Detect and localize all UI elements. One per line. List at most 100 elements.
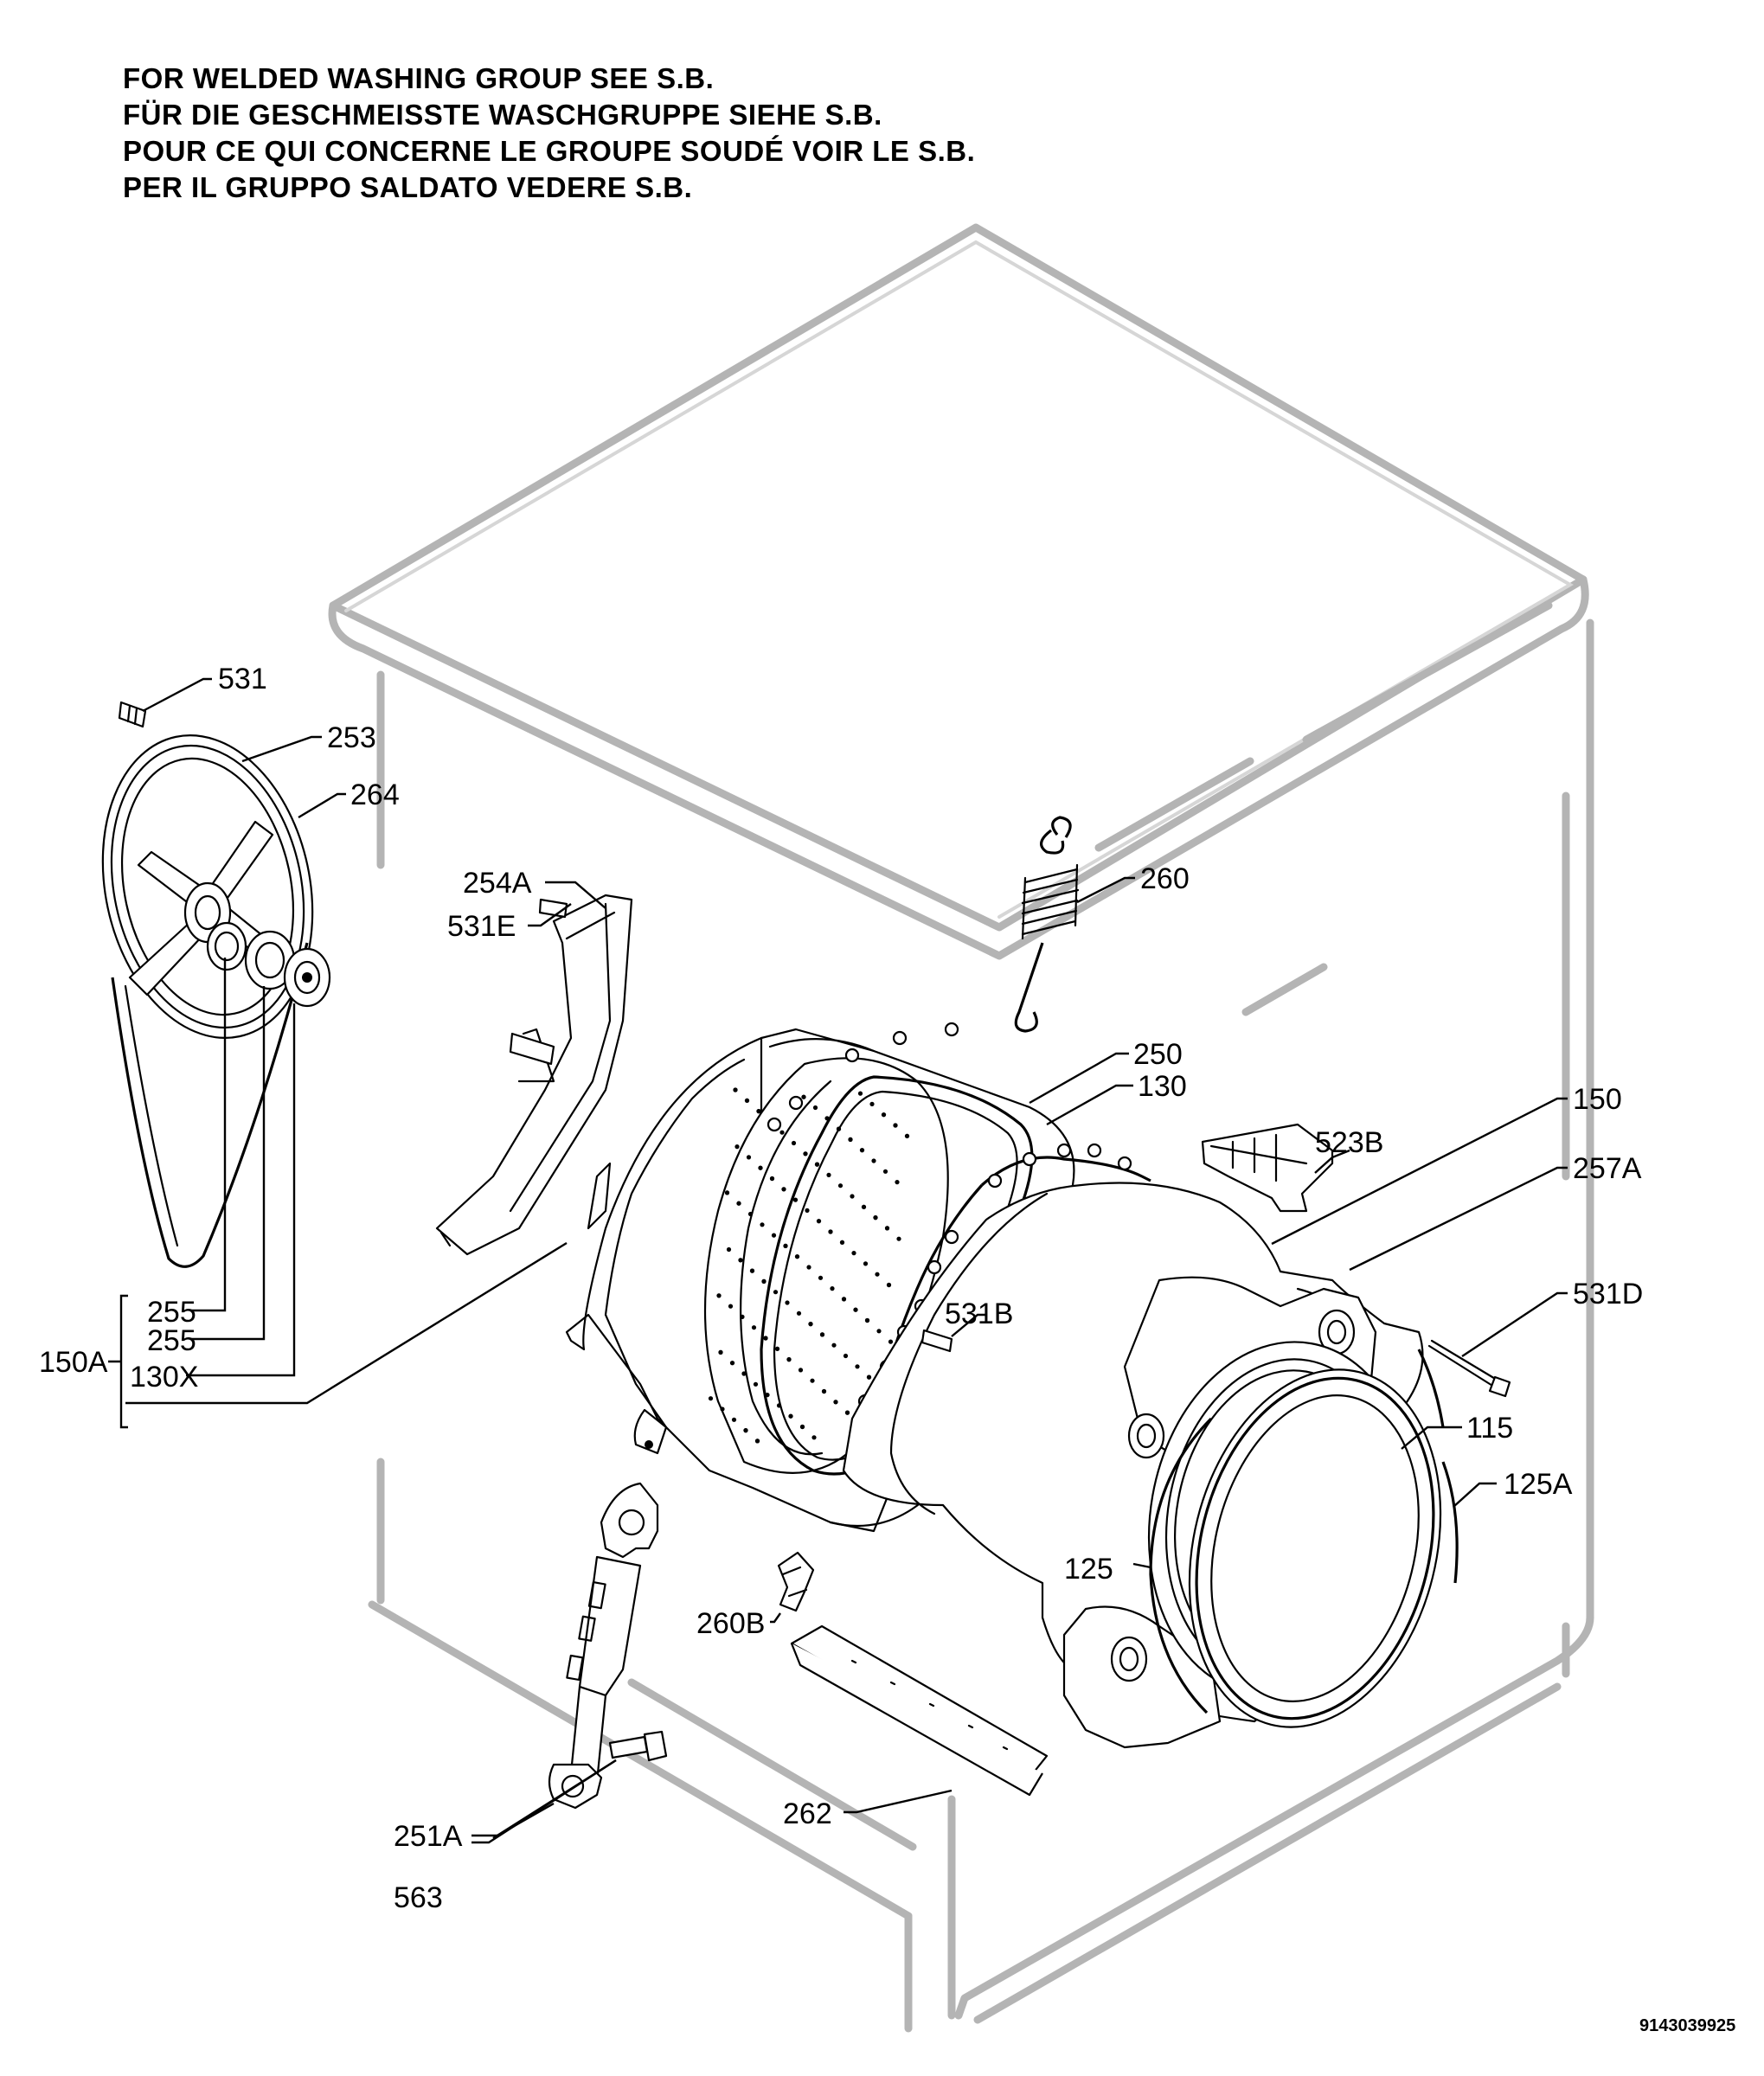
perforation-dot xyxy=(792,1197,799,1202)
perforation-dot xyxy=(810,1378,815,1383)
label-255-1: 255 xyxy=(147,1296,196,1329)
label-251a: 251A xyxy=(394,1820,463,1853)
perforation-dot xyxy=(761,1278,767,1284)
perforation-dot xyxy=(803,1151,808,1157)
perforation-dot xyxy=(805,1208,810,1213)
perforation-dot xyxy=(726,1246,732,1253)
perforation-dot xyxy=(821,1388,827,1394)
perforation-dot xyxy=(814,1162,820,1167)
perforation-dot xyxy=(851,1251,856,1256)
perforation-dot xyxy=(882,1169,888,1174)
bracket-254a xyxy=(435,894,633,1256)
perforation-dot xyxy=(811,1435,817,1440)
label-523b: 523B xyxy=(1315,1126,1383,1159)
perforation-dot xyxy=(839,1240,845,1245)
part-labels: 531 253 264 254A 531E 260 250 130 150 52… xyxy=(39,663,1735,2035)
perforation-dot xyxy=(843,1353,849,1359)
perforation-dot xyxy=(861,1204,867,1209)
bolt-531d xyxy=(1427,1339,1511,1398)
perforation-dot xyxy=(818,1275,824,1280)
perforation-dot xyxy=(786,1357,792,1362)
perforation-dot xyxy=(794,1254,800,1259)
screw-531b xyxy=(920,1329,953,1353)
perforation-dot xyxy=(791,1140,797,1146)
header-line-3: POUR CE QUI CONCERNE LE GROUPE SOUDÉ VOI… xyxy=(123,135,976,167)
label-125: 125 xyxy=(1064,1553,1113,1586)
label-531: 531 xyxy=(218,663,267,695)
perforation-dot xyxy=(816,1219,822,1224)
cabinet-outline xyxy=(328,223,1594,2033)
perforation-dot xyxy=(728,1304,734,1309)
label-250: 250 xyxy=(1133,1038,1183,1071)
label-150a: 150A xyxy=(39,1346,108,1379)
perforation-dot xyxy=(884,1226,890,1231)
label-264: 264 xyxy=(350,778,400,811)
perforation-dot xyxy=(801,1094,806,1099)
perforation-dot xyxy=(881,1112,887,1118)
header-line-2: FÜR DIE GESCHMEISSTE WASCHGRUPPE SIEHE S… xyxy=(123,99,882,131)
perforation-dot xyxy=(769,1176,775,1182)
label-531e: 531E xyxy=(447,910,516,943)
perforation-dot xyxy=(837,1183,844,1189)
perforation-dot xyxy=(853,1307,858,1312)
perforation-dot xyxy=(724,1190,730,1195)
perforation-dot xyxy=(760,1222,765,1227)
perforation-dot xyxy=(729,1361,735,1366)
perforation-dot xyxy=(718,1349,723,1355)
perforation-dot xyxy=(876,1329,882,1334)
perforation-dot xyxy=(747,1211,754,1217)
label-150: 150 xyxy=(1573,1083,1622,1116)
perforation-dot xyxy=(753,1381,759,1387)
perforation-dot xyxy=(830,1286,835,1291)
perforation-dot xyxy=(783,1243,788,1248)
label-531d: 531D xyxy=(1573,1278,1643,1310)
perforation-dot xyxy=(736,1201,741,1206)
header-line-1: FOR WELDED WASHING GROUP SEE S.B. xyxy=(123,62,715,94)
perforation-dot xyxy=(738,1258,743,1263)
perforation-dot xyxy=(855,1364,860,1369)
perforation-dot xyxy=(763,1336,768,1341)
perforation-dot xyxy=(758,1165,763,1170)
perforation-dot xyxy=(754,1438,760,1444)
label-125a: 125A xyxy=(1504,1468,1573,1501)
bearings xyxy=(206,921,331,1008)
perforation-dot xyxy=(798,1368,804,1373)
perforation-dot xyxy=(771,1233,777,1238)
perforation-dot xyxy=(871,1158,876,1163)
perforation-dot xyxy=(743,1428,748,1433)
perforation-dot xyxy=(788,1413,793,1419)
perforation-dot xyxy=(869,1101,875,1106)
perforation-dot xyxy=(779,1130,785,1135)
label-260: 260 xyxy=(1140,862,1190,895)
label-262: 262 xyxy=(783,1797,832,1830)
perforation-dot xyxy=(873,1215,878,1221)
leader-lines xyxy=(108,677,1568,1844)
perforation-dot xyxy=(875,1272,880,1277)
perforation-dot xyxy=(720,1406,725,1412)
spring-260 xyxy=(1014,816,1080,1033)
perforation-dot xyxy=(741,1371,747,1376)
label-260b: 260B xyxy=(696,1607,765,1640)
header-line-4: PER IL GRUPPO SALDATO VEDERE S.B. xyxy=(123,171,693,203)
perforation-dot xyxy=(774,1346,780,1351)
perforation-dot xyxy=(893,1123,898,1128)
perforation-dot xyxy=(751,1325,757,1330)
document-number: 9143039925 xyxy=(1639,2016,1735,2035)
perforation-dot xyxy=(744,1098,750,1103)
perforation-dot xyxy=(859,1148,865,1153)
screw-531 xyxy=(118,701,147,728)
clip-260b xyxy=(777,1551,815,1612)
perforation-dot xyxy=(833,1400,838,1405)
perforation-dot xyxy=(831,1342,837,1348)
perforation-dot xyxy=(866,1374,872,1380)
perforation-dot xyxy=(708,1396,714,1401)
perforation-dot xyxy=(740,1314,745,1319)
perforation-dot xyxy=(733,1087,738,1092)
perforation-dot xyxy=(841,1297,847,1302)
perforation-dot xyxy=(749,1268,755,1273)
label-531b: 531B xyxy=(945,1298,1013,1330)
perforation-dot xyxy=(716,1293,722,1298)
perforation-dot xyxy=(773,1290,779,1295)
perforation-dot xyxy=(799,1424,805,1430)
